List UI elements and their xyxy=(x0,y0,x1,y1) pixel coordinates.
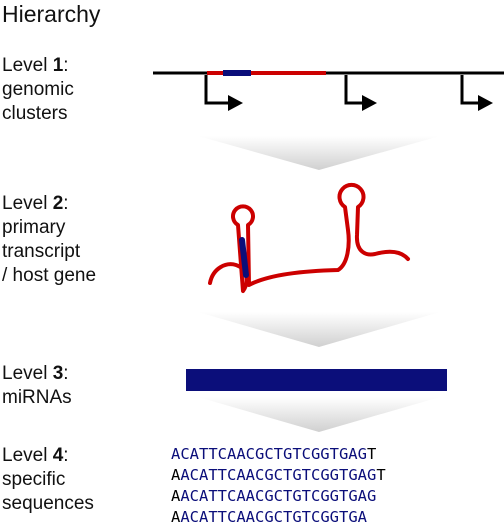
down-arrow-3-4 xyxy=(198,397,440,432)
level-2-desc-line2: transcript xyxy=(2,241,81,262)
level-4-label: Level 4: specific sequences xyxy=(2,445,94,514)
level-3-label: Level 3: miRNAs xyxy=(2,363,72,408)
mirna-in-hairpin xyxy=(239,237,249,278)
level-2-number: 2 xyxy=(52,193,64,214)
mature-mirna-bar xyxy=(186,369,447,391)
level-4-desc-line1: specific xyxy=(2,469,66,490)
sequence-1: ACATTCAACGCTGTCGGTGAGT xyxy=(171,445,377,463)
level-1-desc-line1: genomic xyxy=(2,79,74,100)
level-1-number: 1 xyxy=(52,55,64,76)
down-arrow-1-2 xyxy=(198,136,440,170)
level-3-desc-line1: miRNAs xyxy=(2,387,72,408)
level-4-number: 4 xyxy=(52,445,64,466)
level-2-desc-line1: primary xyxy=(2,217,66,238)
promoter-arrow-3 xyxy=(460,75,493,111)
sequence-2: AACATTCAACGCTGTCGGTGAGT xyxy=(171,466,386,484)
genomic-cluster-graphic xyxy=(153,70,504,111)
diagram-title: Hierarchy xyxy=(2,1,101,27)
down-arrow-2-3 xyxy=(198,312,440,347)
level-4-desc-line2: sequences xyxy=(2,493,94,514)
level-1-label: Level 1: genomic clusters xyxy=(2,55,74,124)
level-1-desc-line2: clusters xyxy=(2,103,68,124)
level-3-number: 3 xyxy=(52,363,64,384)
primary-transcript-graphic xyxy=(208,182,410,293)
level-2-label: Level 2: primary transcript / host gene xyxy=(2,193,97,286)
promoter-arrow-1 xyxy=(204,75,243,111)
primary-transcript-path xyxy=(208,182,410,293)
promoter-arrow-2 xyxy=(344,75,377,111)
level-2-desc-line3: / host gene xyxy=(2,265,97,286)
sequence-3: AACATTCAACGCTGTCGGTGAG xyxy=(171,487,377,505)
sequence-4: AACATTCAACGCTGTCGGTGA xyxy=(171,508,367,526)
